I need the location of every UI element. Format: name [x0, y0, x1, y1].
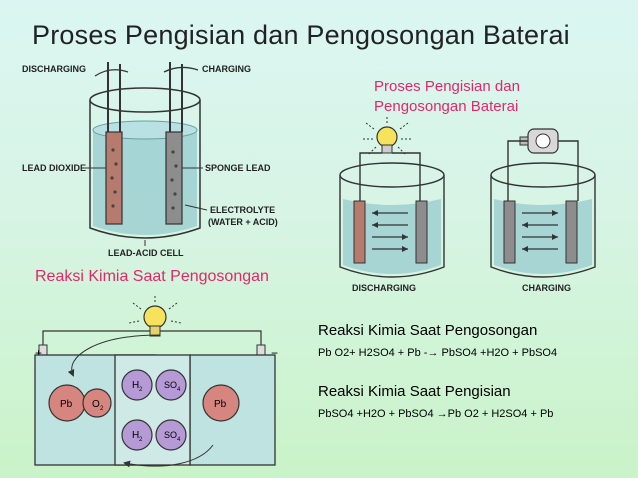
- h2-top-sub: 2: [139, 387, 143, 393]
- discharge-reaction-equation: Pb O2+ H2SO4 + Pb -→ PbSO4 +H2O + PbSO4: [318, 347, 633, 359]
- label-charging: CHARGING: [202, 64, 251, 74]
- o2-label: O: [92, 399, 100, 410]
- h2-top-circle: [121, 369, 153, 401]
- subtitle-line-1: Proses Pengisian dan: [374, 78, 520, 95]
- label-charging-right: CHARGING: [522, 283, 571, 293]
- plus-sign: +: [35, 346, 42, 360]
- light-bulb-icon: [128, 295, 182, 337]
- discharge-eq-left: Pb O2+ H2SO4 + Pb -: [318, 347, 428, 359]
- page-title: Proses Pengisian dan Pengosongan Baterai: [32, 20, 570, 50]
- light-bulb-icon: [363, 115, 411, 156]
- pb-left-label: Pb: [60, 399, 73, 410]
- cell-reaction-diagram: + − Pb O 2 H 2 SO 4 H 2 SO 4 Pb: [34, 295, 278, 468]
- charge-reaction-title: Reaksi Kimia Saat Pengisian: [318, 383, 511, 400]
- sponge-lead-plate: [165, 131, 183, 225]
- so4-top-sub: 4: [177, 387, 181, 393]
- h2-bottom-sub: 2: [139, 437, 143, 443]
- reactions-panel: Reaksi Kimia Saat Pengosongan Pb O2+ H2S…: [318, 322, 633, 420]
- jar-body: [89, 100, 201, 239]
- so4-bottom-label: SO: [164, 430, 177, 440]
- subtitle-line-2: Pengosongan Baterai: [374, 98, 519, 115]
- h2-bottom-label: H: [132, 430, 139, 441]
- charge-arrow: [163, 66, 199, 73]
- so4-top-circle: [155, 369, 187, 401]
- minus-sign: −: [271, 346, 278, 360]
- o2-sub: 2: [100, 406, 104, 412]
- label-lead-dioxide: LEAD DIOXIDE: [22, 163, 86, 173]
- discharge-reaction-title: Reaksi Kimia Saat Pengosongan: [318, 322, 538, 339]
- pb-right-circle: [202, 384, 240, 422]
- discharge-arrow: [94, 69, 129, 77]
- label-sponge-lead: SPONGE LEAD: [205, 163, 271, 173]
- charge-eq-right: Pb O2 + H2SO4 + Pb: [447, 408, 554, 420]
- o2-circle: [82, 388, 112, 418]
- lead-acid-cell-diagram: DISCHARGING CHARGING LEAD DIOXIDE SPONGE…: [22, 62, 278, 258]
- h2-bottom-circle: [121, 419, 153, 451]
- jar-rim: [89, 87, 201, 113]
- label-lead-acid-cell: LEAD-ACID CELL: [108, 248, 184, 258]
- charge-reaction-equation: PbSO4 +H2O + PbSO4 →Pb O2 + H2SO4 + Pb: [318, 408, 633, 420]
- label-discharging-right: DISCHARGING: [352, 283, 416, 293]
- charge-discharge-cells-diagram: DISCHARGING CHARGING: [339, 115, 596, 293]
- pb-right-label: Pb: [214, 399, 227, 410]
- arrow-icon: →: [427, 347, 439, 359]
- label-electrolyte-1: ELECTROLYTE: [210, 205, 275, 215]
- charge-eq-left: PbSO4 +H2O + PbSO4: [318, 408, 437, 420]
- subtitle: Proses Pengisian dan Pengosongan Baterai: [374, 77, 520, 117]
- so4-bottom-circle: [155, 419, 187, 451]
- label-electrolyte-2: (WATER + ACID): [208, 217, 278, 227]
- discharge-heading: Reaksi Kimia Saat Pengosongan: [35, 268, 269, 285]
- h2-top-label: H: [132, 380, 139, 391]
- discharge-eq-right: PbSO4 +H2O + PbSO4: [438, 347, 558, 359]
- lead-dioxide-plate: [105, 131, 123, 225]
- so4-top-label: SO: [164, 380, 177, 390]
- label-discharging: DISCHARGING: [22, 64, 86, 74]
- so4-bottom-sub: 4: [177, 437, 181, 443]
- arrow-icon: →: [436, 408, 448, 420]
